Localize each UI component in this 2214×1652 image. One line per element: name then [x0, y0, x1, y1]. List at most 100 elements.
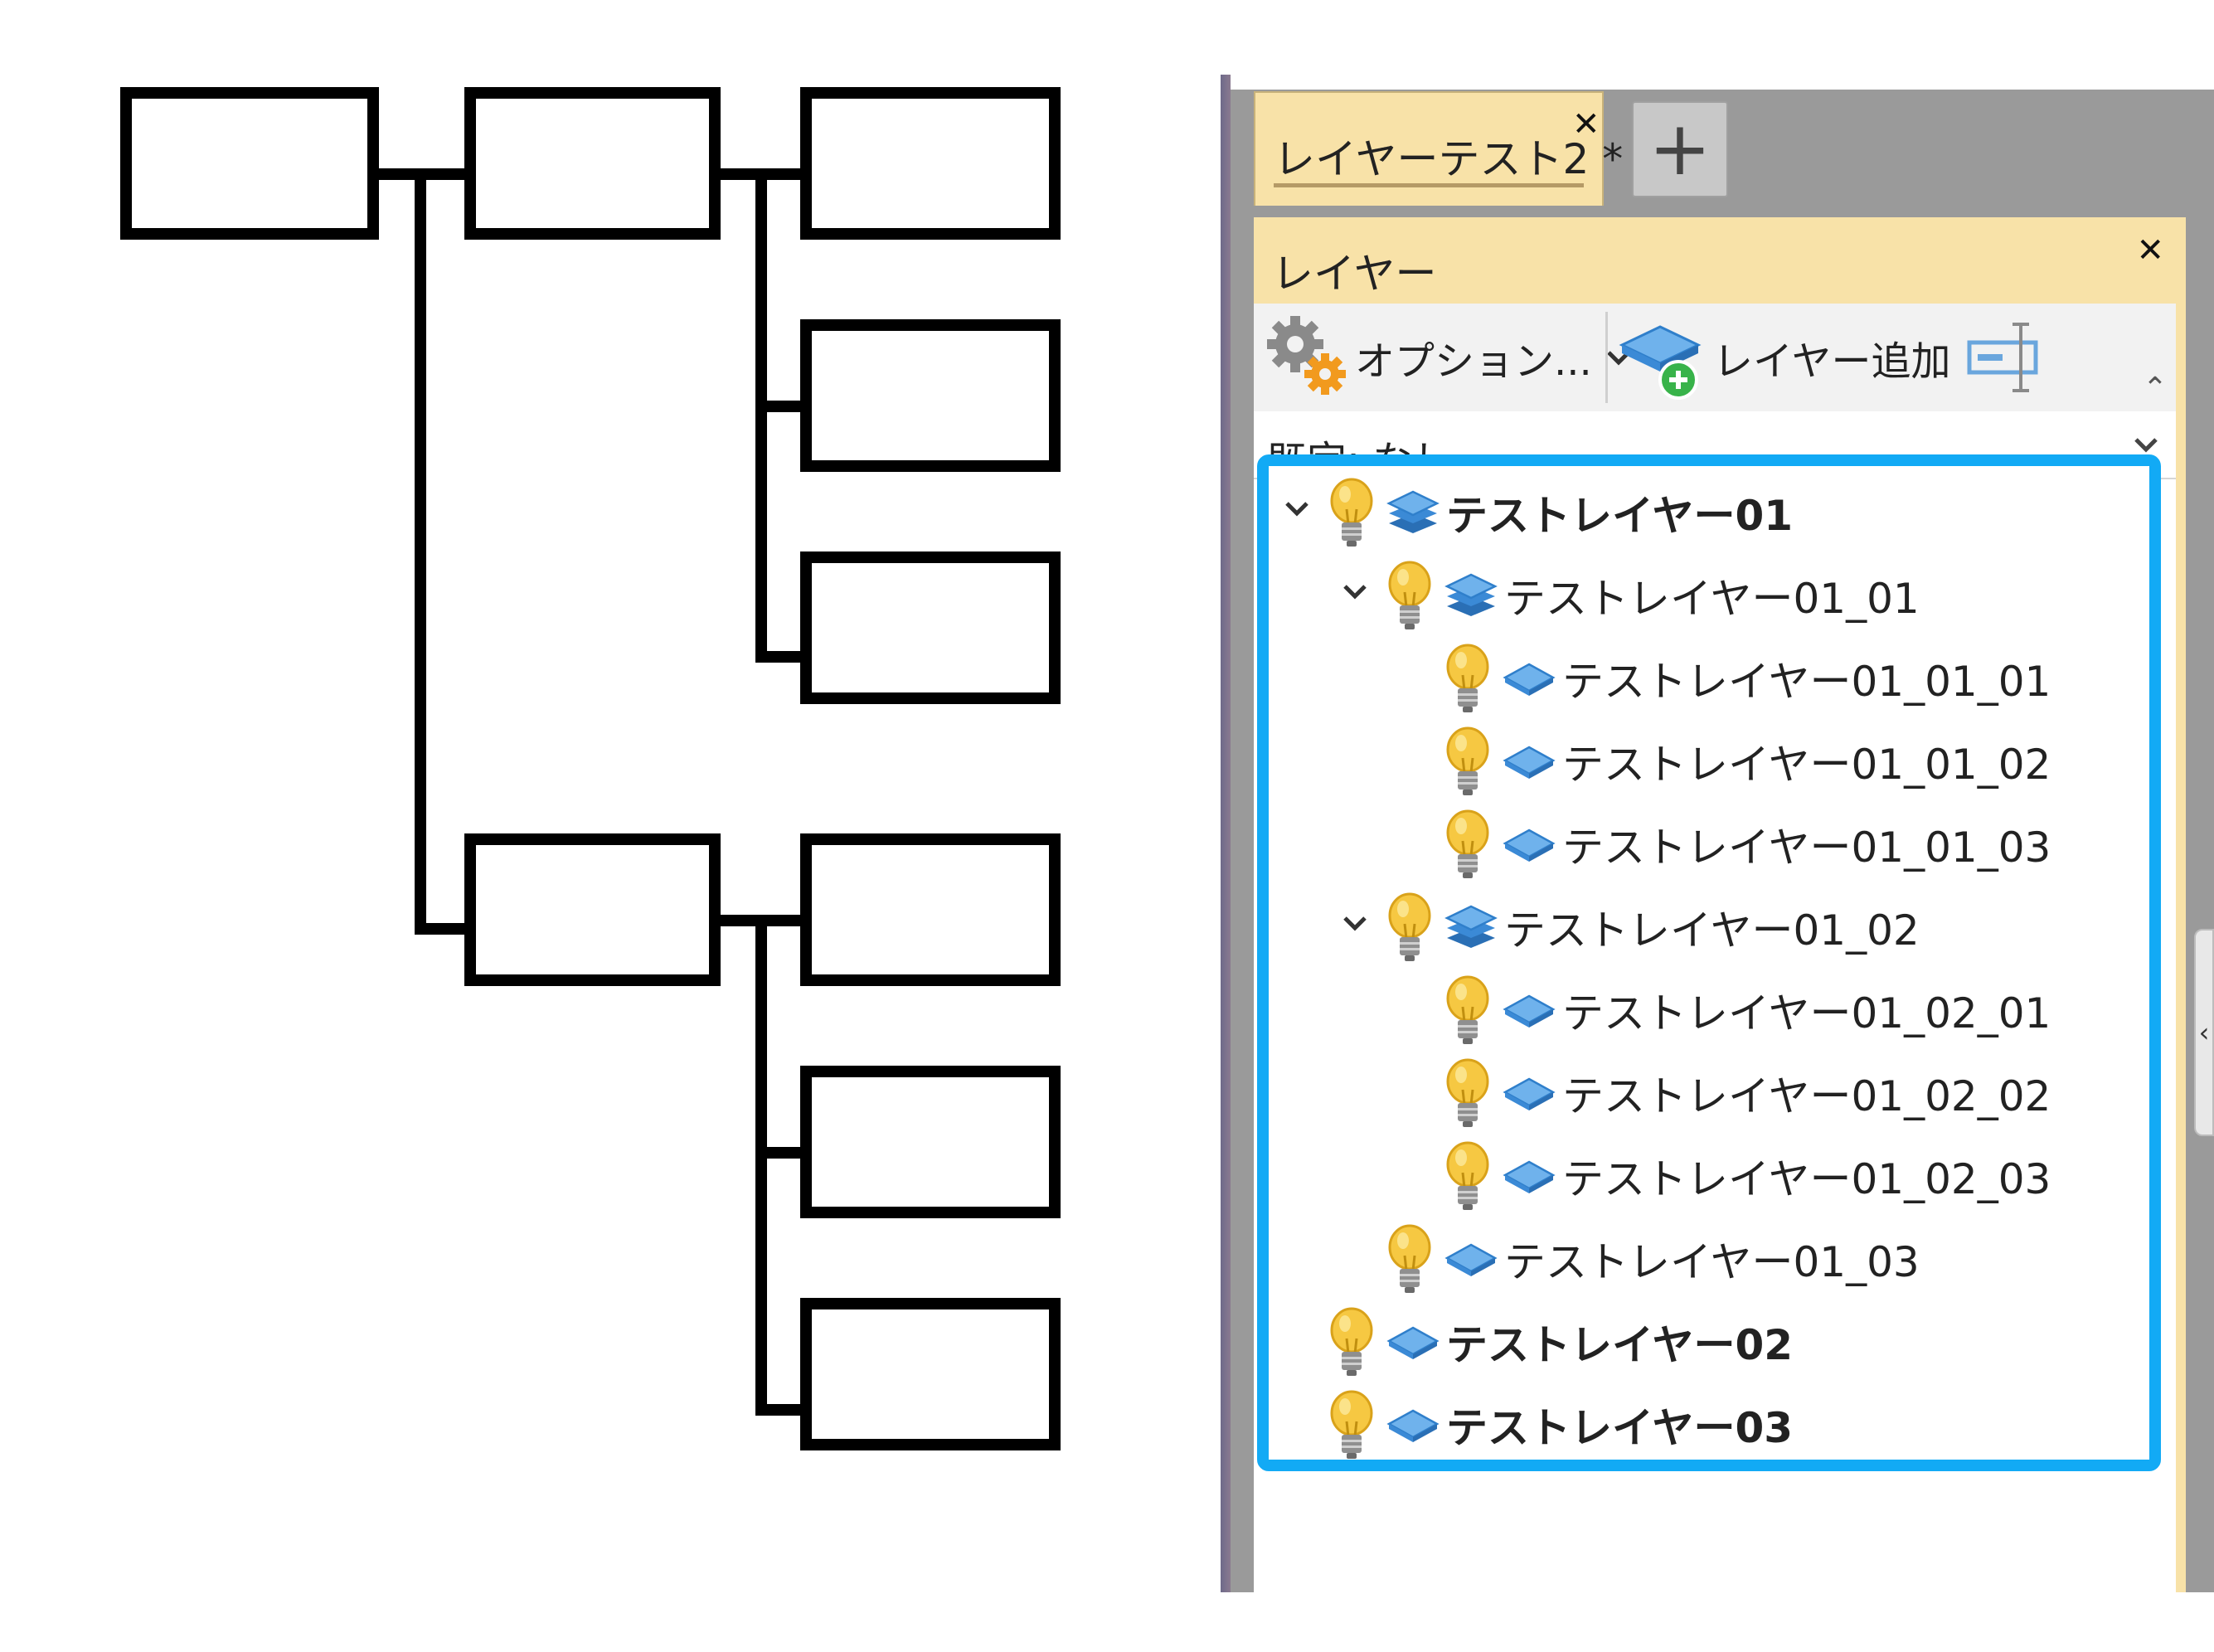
hierarchy-diagram: [120, 87, 1061, 1450]
layer-icon: [1503, 663, 1556, 696]
visibility-toggle[interactable]: [1436, 807, 1499, 882]
add-layer-icon: [1619, 325, 1702, 400]
visibility-toggle[interactable]: [1436, 641, 1499, 716]
collapse-toolbar-icon[interactable]: ⌃: [2142, 372, 2168, 406]
layer-icon-wrap: [1499, 1064, 1559, 1122]
chevron-down-icon: [1343, 584, 1367, 600]
layer-icon: [1503, 746, 1556, 779]
layer-icon: [1386, 1326, 1440, 1359]
document-tab[interactable]: レイヤーテスト2 * ✕: [1254, 91, 1623, 206]
bulb-icon: [1388, 561, 1431, 629]
tree-row[interactable]: テストレイヤー02: [1274, 1300, 1793, 1383]
rename-field-icon[interactable]: [1964, 316, 2047, 399]
tree-row[interactable]: テストレイヤー01_01: [1332, 554, 1920, 637]
visibility-toggle[interactable]: [1436, 724, 1499, 799]
close-icon[interactable]: ✕: [2136, 231, 2164, 270]
layer-group-icon: [1386, 490, 1440, 533]
tree-row[interactable]: テストレイヤー01_02: [1332, 886, 1920, 969]
tree-row[interactable]: テストレイヤー01_02_02: [1390, 1052, 2051, 1135]
bulb-icon: [1446, 809, 1489, 878]
layer-icon-wrap: [1499, 981, 1559, 1039]
diagram-box-root: [120, 87, 379, 240]
layer-name: テストレイヤー01_01: [1504, 575, 1920, 623]
layers-pane-header: レイヤー ✕: [1254, 217, 2176, 304]
diagram-box-level2-a2: [800, 319, 1061, 472]
expand-toggle[interactable]: [1332, 906, 1378, 949]
diagram-box-level1-a: [464, 87, 721, 240]
options-label: オプション...: [1355, 338, 1592, 385]
visibility-toggle[interactable]: [1378, 1222, 1441, 1296]
panel-top-strip: [1231, 75, 2214, 90]
layer-name: テストレイヤー01_02_03: [1562, 1155, 2051, 1203]
gear-icon: [1267, 316, 1346, 395]
layer-icon-wrap: [1383, 1396, 1443, 1454]
layer-name: テストレイヤー01_01_01: [1562, 658, 2051, 706]
tree-row[interactable]: テストレイヤー01: [1274, 471, 1793, 554]
layer-tree: テストレイヤー01 テストレイヤー01_01 テストレイヤー01_01_01 テストレ…: [1257, 454, 2161, 1471]
visibility-toggle[interactable]: [1320, 1387, 1383, 1462]
panel-collapse-handle[interactable]: ‹: [2194, 929, 2214, 1136]
chevron-down-icon: [1343, 916, 1367, 931]
layer-icon-wrap: [1499, 1147, 1559, 1205]
layer-name: テストレイヤー01_02_01: [1562, 989, 2051, 1037]
layer-icon-wrap: [1499, 815, 1559, 873]
layer-name: テストレイヤー01_02: [1504, 906, 1920, 955]
bulb-icon: [1330, 1307, 1373, 1376]
layer-group-icon: [1444, 573, 1498, 616]
layer-icon-wrap: [1499, 732, 1559, 790]
add-layer-button[interactable]: レイヤー追加: [1619, 304, 2047, 411]
layer-name: テストレイヤー01_03: [1504, 1238, 1920, 1286]
bulb-icon: [1446, 644, 1489, 712]
visibility-toggle[interactable]: [1320, 1305, 1383, 1379]
diagram-box-level2-b3: [800, 1298, 1061, 1450]
tree-row[interactable]: テストレイヤー01_02_01: [1390, 969, 2051, 1052]
layer-name: テストレイヤー01: [1446, 492, 1794, 540]
layer-icon: [1503, 1160, 1556, 1193]
tree-row[interactable]: テストレイヤー01_01_02: [1390, 720, 2051, 803]
diagram-box-level2-b2: [800, 1066, 1061, 1218]
chevron-down-icon: [2134, 438, 2158, 453]
diagram-box-level1-b: [464, 833, 721, 986]
layer-icon: [1503, 1077, 1556, 1110]
layers-pane-title: レイヤー: [1272, 250, 1437, 298]
chevron-left-icon: ‹: [2198, 1017, 2210, 1048]
bulb-icon: [1446, 1141, 1489, 1210]
bulb-icon: [1446, 726, 1489, 795]
tree-row[interactable]: テストレイヤー03: [1274, 1383, 1793, 1466]
visibility-toggle[interactable]: [1436, 973, 1499, 1047]
tree-row[interactable]: テストレイヤー01_01_03: [1390, 803, 2051, 886]
layers-toolbar: オプション... レイヤー追加: [1254, 304, 2176, 411]
new-tab-button[interactable]: +: [1632, 101, 1728, 197]
visibility-toggle[interactable]: [1378, 890, 1441, 964]
tree-row[interactable]: テストレイヤー01_01_01: [1390, 637, 2051, 720]
connector-branch-a: [715, 168, 800, 663]
layer-group-icon: [1444, 905, 1498, 948]
close-icon[interactable]: ✕: [1572, 105, 1600, 143]
layer-group-icon-wrap: [1441, 566, 1501, 624]
bulb-icon: [1388, 1224, 1431, 1293]
layer-icon-wrap: [1499, 649, 1559, 707]
visibility-toggle[interactable]: [1378, 558, 1441, 633]
visibility-toggle[interactable]: [1436, 1139, 1499, 1213]
plus-icon: +: [1648, 105, 1711, 192]
layer-icon-wrap: [1383, 1313, 1443, 1371]
expand-toggle[interactable]: [1274, 492, 1320, 534]
layer-icon: [1386, 1409, 1440, 1442]
diagram-box-level2-b1: [800, 833, 1061, 986]
bulb-icon: [1446, 1058, 1489, 1127]
visibility-toggle[interactable]: [1436, 1056, 1499, 1130]
connector-root: [373, 168, 464, 935]
layer-group-icon-wrap: [1441, 898, 1501, 956]
visibility-toggle[interactable]: [1320, 475, 1383, 550]
layer-icon: [1503, 994, 1556, 1028]
diagram-box-level2-a1: [800, 87, 1061, 240]
bulb-icon: [1330, 478, 1373, 547]
expand-toggle[interactable]: [1332, 575, 1378, 617]
document-tab-title: レイヤーテスト2 *: [1274, 135, 1624, 183]
layer-name: テストレイヤー01_02_02: [1562, 1072, 2051, 1120]
tree-row[interactable]: テストレイヤー01_03: [1332, 1217, 1920, 1300]
layer-name: テストレイヤー03: [1446, 1404, 1794, 1452]
tree-row[interactable]: テストレイヤー01_02_03: [1390, 1135, 2051, 1217]
layer-icon: [1444, 1243, 1498, 1276]
options-button[interactable]: オプション...: [1265, 304, 1635, 411]
